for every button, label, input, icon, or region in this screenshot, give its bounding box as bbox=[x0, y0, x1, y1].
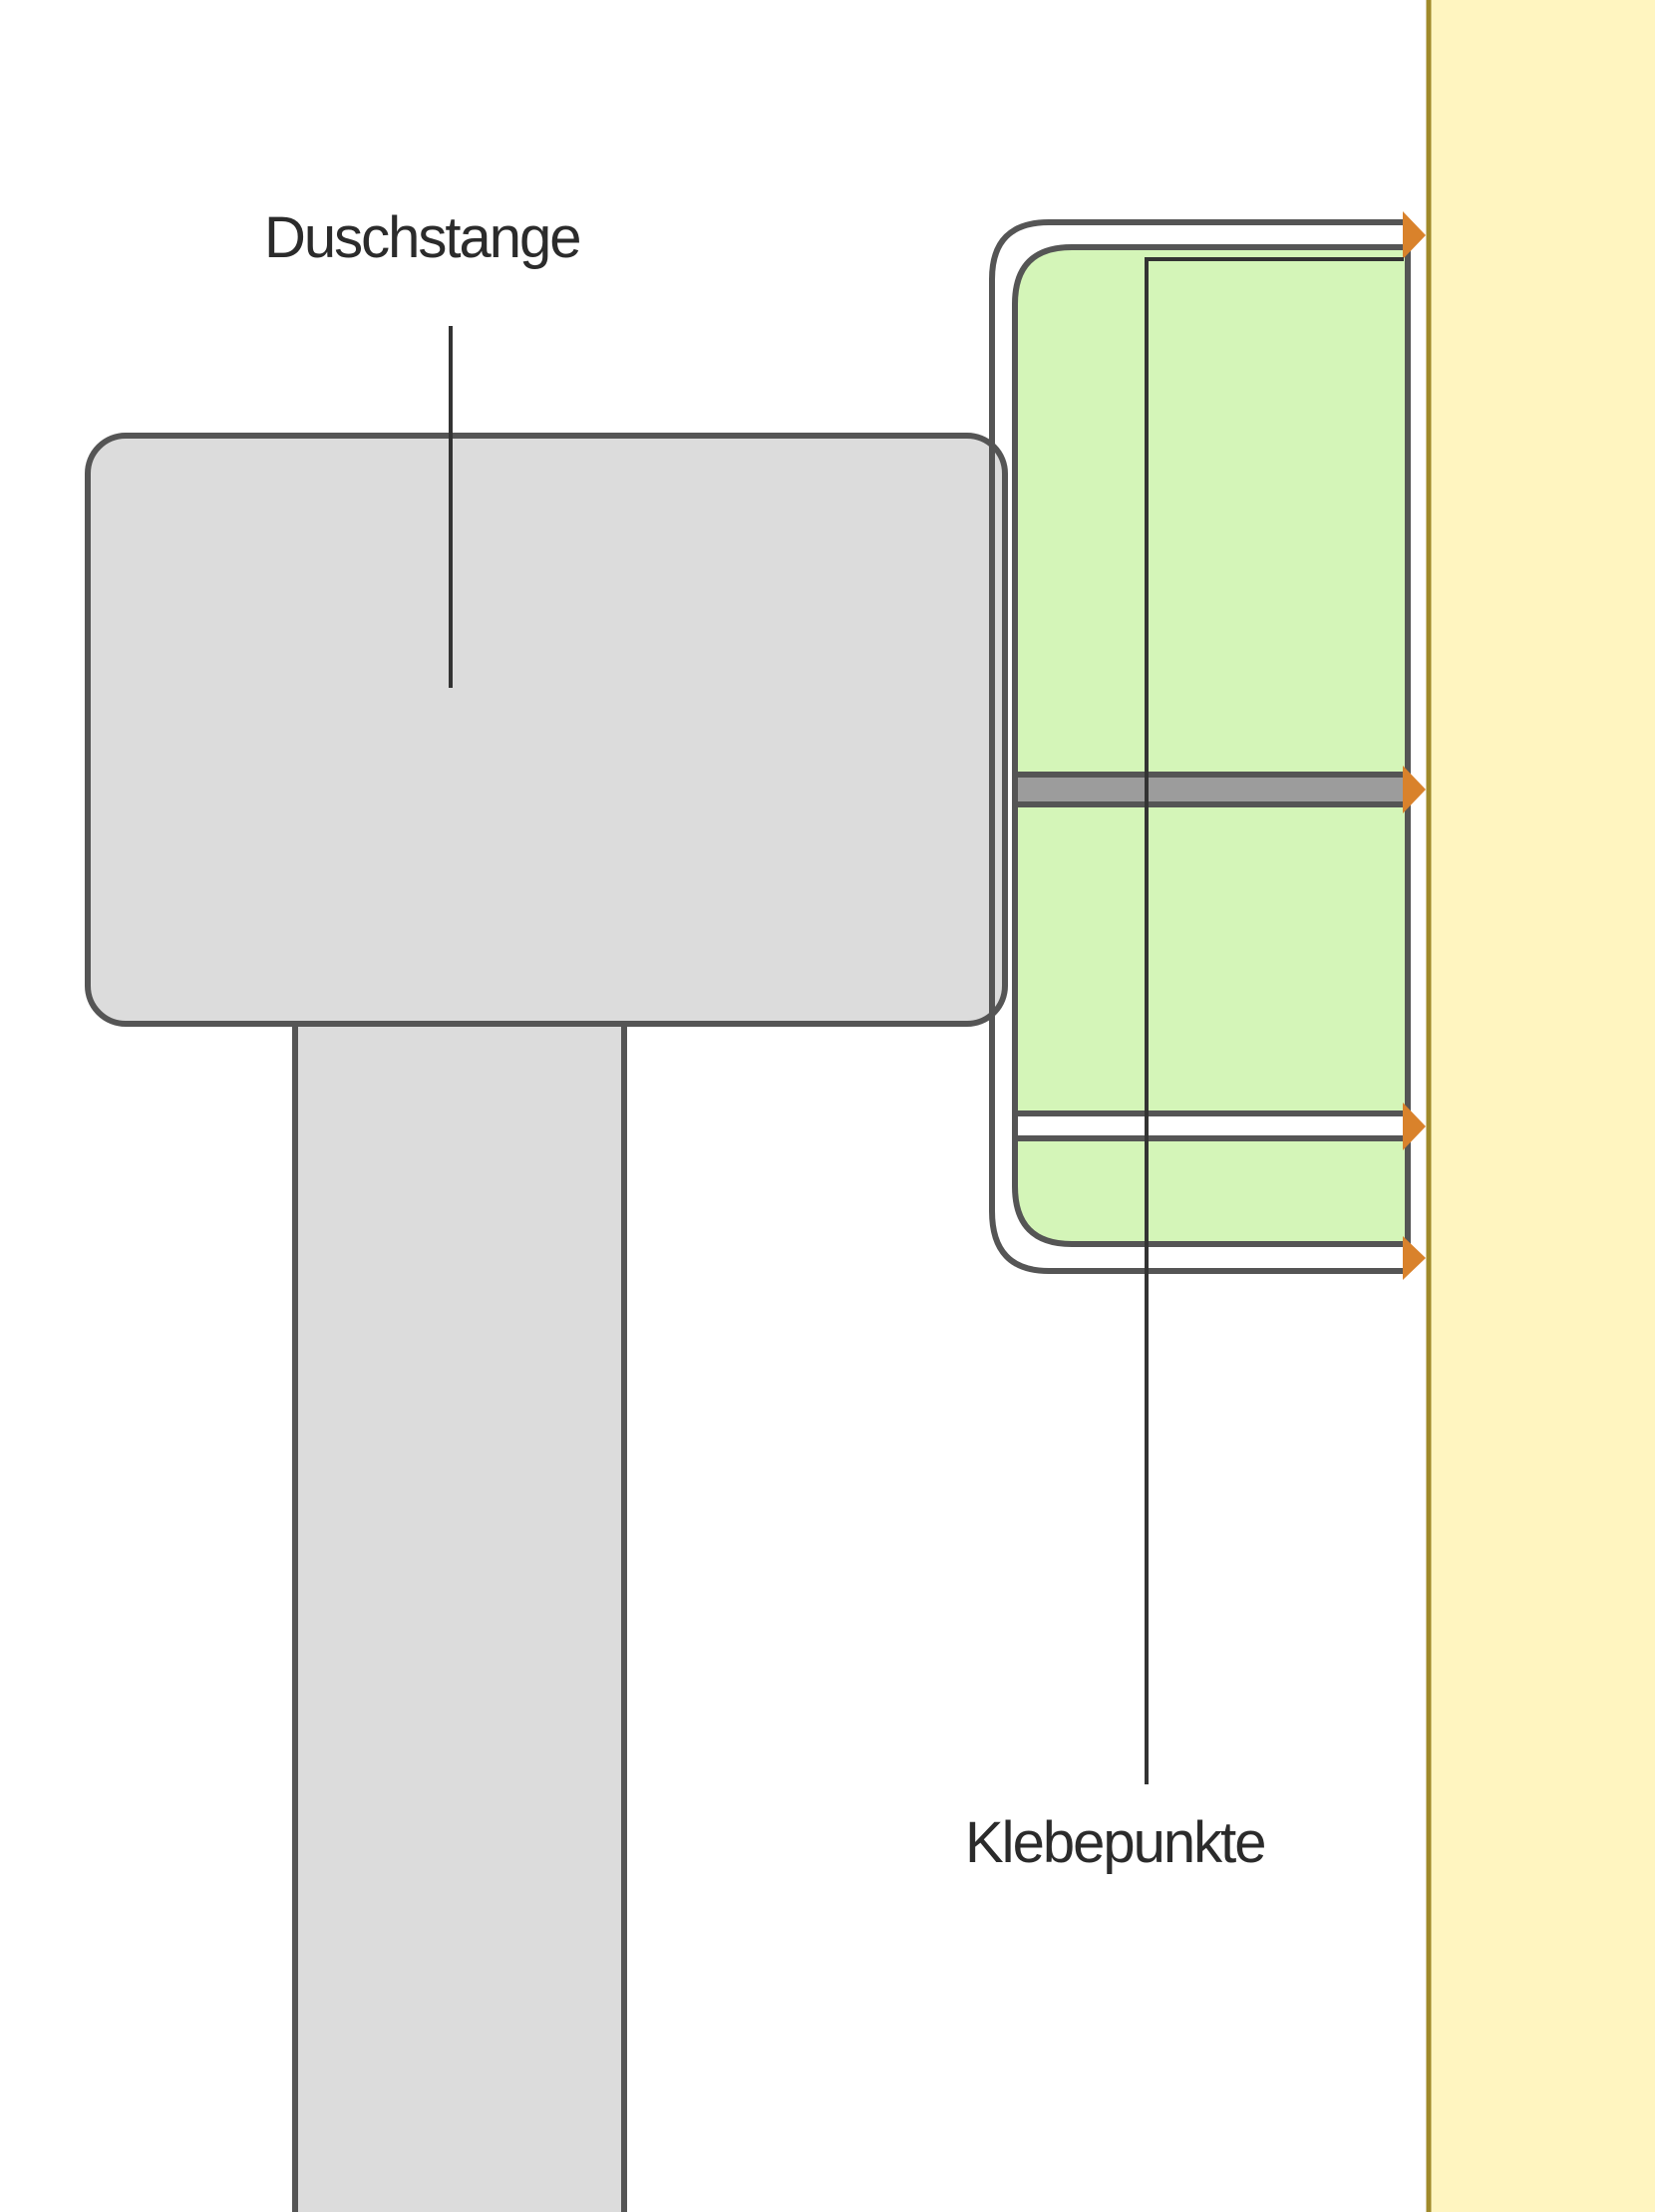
adhesive-dot bbox=[1403, 1236, 1426, 1280]
adhesive-dots-label: Klebepunkte bbox=[965, 1810, 1266, 1875]
adhesive-dot bbox=[1403, 211, 1426, 259]
bracket-divider-upper bbox=[1012, 772, 1411, 807]
bracket-body bbox=[1012, 244, 1411, 1247]
adhesive-dot bbox=[1403, 766, 1426, 813]
rod-vertical-section bbox=[292, 1019, 627, 2212]
adhesive-dot bbox=[1403, 1103, 1426, 1150]
bracket-divider-lower bbox=[1012, 1110, 1411, 1141]
rod-label: Duschstange bbox=[264, 205, 582, 270]
adhesive-leader-line bbox=[1145, 257, 1404, 1784]
bracket-outer-outline bbox=[989, 219, 1408, 1274]
wall bbox=[1429, 0, 1655, 2212]
rod-horizontal-section bbox=[85, 433, 1008, 1027]
